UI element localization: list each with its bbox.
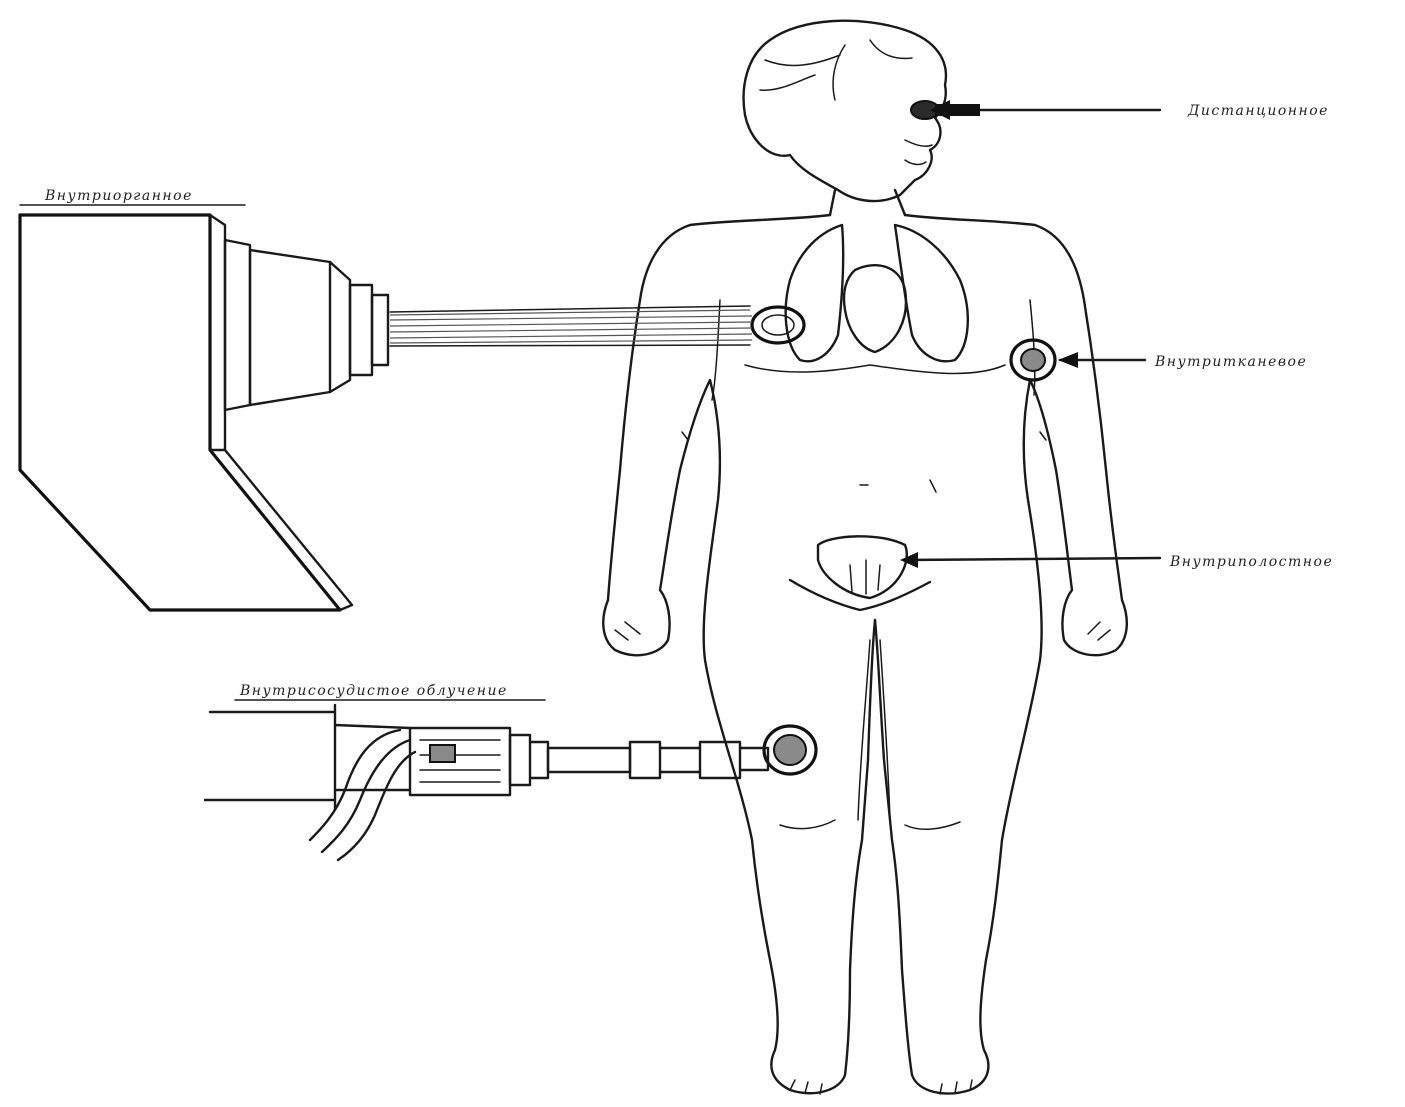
inner-leg-lines xyxy=(858,640,890,820)
human-figure xyxy=(603,21,1127,1094)
heart xyxy=(844,265,906,352)
knee-lines xyxy=(780,820,960,829)
body-outline-right xyxy=(875,215,1127,1094)
pelvis-organ xyxy=(818,536,907,598)
pelvis-applicator-lines xyxy=(850,560,880,594)
machine-head xyxy=(250,250,350,405)
device-coupling xyxy=(510,735,548,785)
leader-pelvis xyxy=(900,552,1160,568)
label-external: Дистанционное xyxy=(1187,103,1329,119)
label-lower-device: Внутрисосудистое облучение xyxy=(239,683,508,699)
device-block xyxy=(410,728,510,795)
label-pelvis: Внутриполостное xyxy=(1169,554,1333,570)
body-outline xyxy=(603,215,875,1093)
device-housing xyxy=(335,705,410,810)
target-thigh-lesion xyxy=(764,726,816,774)
leader-eye xyxy=(930,100,1160,120)
device-tube xyxy=(548,748,630,772)
target-chest-lesion xyxy=(752,307,804,343)
abdomen-marks xyxy=(682,432,1046,492)
inner-arm-lines xyxy=(712,300,1035,400)
face-lines xyxy=(905,140,932,164)
diaphragm-line xyxy=(745,365,1005,374)
leader-arm xyxy=(1058,352,1145,368)
label-left-device: Внутриорганное xyxy=(44,188,193,204)
label-arm: Внутритканевое xyxy=(1154,354,1307,370)
interventional-device xyxy=(205,700,768,860)
device-source xyxy=(430,745,455,762)
machine-body xyxy=(20,215,340,610)
machine-collimator xyxy=(350,285,372,375)
neck xyxy=(830,190,905,215)
fingers xyxy=(615,622,1110,640)
machine-aperture xyxy=(372,295,388,365)
machine-collar xyxy=(225,240,250,410)
hair-strands xyxy=(760,40,912,100)
lungs xyxy=(786,225,968,361)
radiation-beam xyxy=(390,306,752,346)
device-cables xyxy=(310,730,415,860)
teletherapy-machine xyxy=(20,205,388,610)
device-applicator xyxy=(630,742,768,778)
